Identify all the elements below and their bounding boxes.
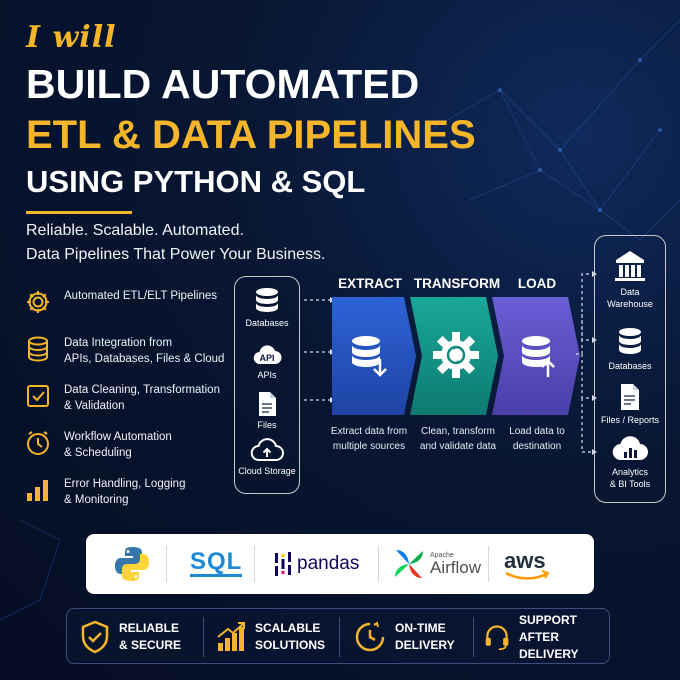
source-files: Files bbox=[234, 390, 300, 430]
pipeline-stages bbox=[332, 297, 580, 415]
tech-divider bbox=[378, 546, 379, 582]
feature-item: Data Integration from APIs, Databases, F… bbox=[24, 335, 229, 382]
destination-arrows bbox=[576, 271, 597, 455]
database-icon bbox=[256, 288, 278, 312]
stage-title-extract: EXTRACT bbox=[338, 276, 402, 291]
database-upload-icon bbox=[522, 336, 555, 377]
feature-item: Automated ETL/ELT Pipelines bbox=[24, 288, 229, 335]
benefit-divider bbox=[339, 617, 340, 657]
benefit-text: SCALABLE SOLUTIONS bbox=[255, 621, 326, 652]
database-icon bbox=[28, 336, 48, 362]
api-icon-text: API bbox=[259, 353, 274, 363]
file-icon bbox=[259, 392, 276, 416]
database-download-icon bbox=[352, 336, 387, 377]
clock-icon bbox=[27, 431, 49, 455]
database-icon bbox=[619, 328, 641, 354]
gear-icon bbox=[27, 291, 49, 313]
destination-analytics-bi: Analytics & BI Tools bbox=[594, 434, 666, 490]
pandas-icon bbox=[275, 552, 291, 576]
airflow-logo: Apache Airflow bbox=[392, 534, 481, 594]
airflow-small-text: Apache bbox=[430, 552, 454, 559]
aws-text: aws bbox=[504, 548, 546, 573]
python-icon bbox=[115, 547, 149, 581]
feature-text: Error Handling, Logging & Monitoring bbox=[64, 478, 186, 506]
tagline-2: Data Pipelines That Power Your Business. bbox=[26, 246, 326, 263]
destination-label: Data Warehouse bbox=[607, 287, 653, 309]
benefit-text: ON-TIME DELIVERY bbox=[395, 621, 455, 652]
feature-item: Workflow Automation & Scheduling bbox=[24, 429, 229, 476]
python-logo bbox=[112, 534, 152, 594]
pandas-logo: pandas bbox=[274, 534, 359, 594]
aws-logo: aws bbox=[504, 534, 552, 594]
source-apis: API APIs bbox=[234, 342, 300, 380]
source-label: Files bbox=[257, 420, 277, 430]
stage-caption-transform: Clean, transform and validate data bbox=[419, 426, 497, 452]
destinations-panel bbox=[594, 235, 666, 503]
source-label: Databases bbox=[245, 318, 289, 328]
source-label: APIs bbox=[257, 370, 277, 380]
feature-text: Data Cleaning, Transformation & Validati… bbox=[64, 384, 220, 412]
benefit-on-time: ON-TIME DELIVERY bbox=[353, 609, 455, 665]
source-label: Cloud Storage bbox=[238, 466, 296, 476]
warehouse-icon bbox=[615, 251, 645, 281]
stage-title-load: LOAD bbox=[517, 276, 557, 291]
cloud-chart-icon bbox=[612, 436, 648, 461]
source-databases: Databases bbox=[234, 286, 300, 328]
destination-databases: Databases bbox=[594, 326, 666, 372]
destination-label: Files / Reports bbox=[600, 415, 660, 425]
accent-divider bbox=[26, 211, 132, 214]
stage-title-transform: TRANSFORM bbox=[413, 276, 501, 291]
tech-divider bbox=[254, 546, 255, 582]
cloud-icon bbox=[250, 438, 284, 462]
feature-text: Workflow Automation & Scheduling bbox=[64, 431, 172, 459]
benefit-scalable: SCALABLE SOLUTIONS bbox=[215, 609, 325, 665]
benefits-bar: RELIABLE & SECURE SCALABLE SOLUTIONS ON-… bbox=[66, 608, 610, 664]
checkbox-icon bbox=[27, 385, 49, 407]
report-icon bbox=[621, 384, 639, 410]
feature-list: Automated ETL/ELT Pipelines Data Integra… bbox=[24, 288, 229, 523]
sql-text: SQL bbox=[190, 548, 243, 577]
airflow-icon bbox=[395, 550, 423, 578]
feature-item: Data Cleaning, Transformation & Validati… bbox=[24, 382, 229, 429]
headline-line-1: BUILD AUTOMATED bbox=[26, 61, 420, 107]
api-icon: API bbox=[253, 345, 282, 365]
feature-text: Data Integration from APIs, Databases, F… bbox=[64, 337, 225, 365]
destination-data-warehouse: Data Warehouse bbox=[594, 248, 666, 310]
benefit-support: SUPPORT AFTER DELIVERY bbox=[483, 609, 609, 665]
growth-chart-icon bbox=[217, 622, 245, 651]
feature-item: Error Handling, Logging & Monitoring bbox=[24, 476, 229, 523]
headset-icon bbox=[485, 625, 509, 651]
tagline-1: Reliable. Scalable. Automated. bbox=[26, 222, 244, 239]
headline-line-2: ETL & DATA PIPELINES bbox=[26, 113, 476, 157]
destination-files-reports: Files / Reports bbox=[594, 382, 666, 426]
benefit-divider bbox=[203, 617, 204, 657]
destination-label: Databases bbox=[608, 361, 652, 371]
benefit-reliable: RELIABLE & SECURE bbox=[79, 609, 181, 665]
tech-stack-bar: SQL pandas Apache Airflow aws bbox=[86, 534, 594, 594]
benefit-divider bbox=[473, 617, 474, 657]
airflow-text: Airflow bbox=[430, 558, 482, 577]
feature-text: Automated ETL/ELT Pipelines bbox=[64, 290, 217, 302]
gear-refresh-icon bbox=[433, 332, 479, 378]
pandas-text: pandas bbox=[297, 553, 360, 574]
shield-check-icon bbox=[81, 620, 109, 654]
sources-panel bbox=[234, 276, 300, 494]
stage-caption-extract: Extract data from multiple sources bbox=[330, 426, 408, 452]
bar-chart-icon bbox=[27, 480, 48, 501]
benefit-text: SUPPORT AFTER DELIVERY bbox=[518, 612, 579, 661]
stage-caption-load: Load data to destination bbox=[509, 426, 565, 452]
destination-label: Analytics & BI Tools bbox=[609, 467, 651, 489]
tech-divider bbox=[166, 546, 167, 582]
aws-smile-icon bbox=[505, 570, 550, 580]
tech-divider bbox=[488, 546, 489, 582]
intro-text: I will bbox=[26, 20, 117, 55]
clock-check-icon bbox=[355, 621, 385, 652]
source-cloud-storage: Cloud Storage bbox=[234, 438, 300, 476]
benefit-text: RELIABLE & SECURE bbox=[119, 621, 182, 652]
sql-logo: SQL bbox=[190, 534, 243, 594]
headline-line-3: USING PYTHON & SQL bbox=[26, 164, 366, 199]
